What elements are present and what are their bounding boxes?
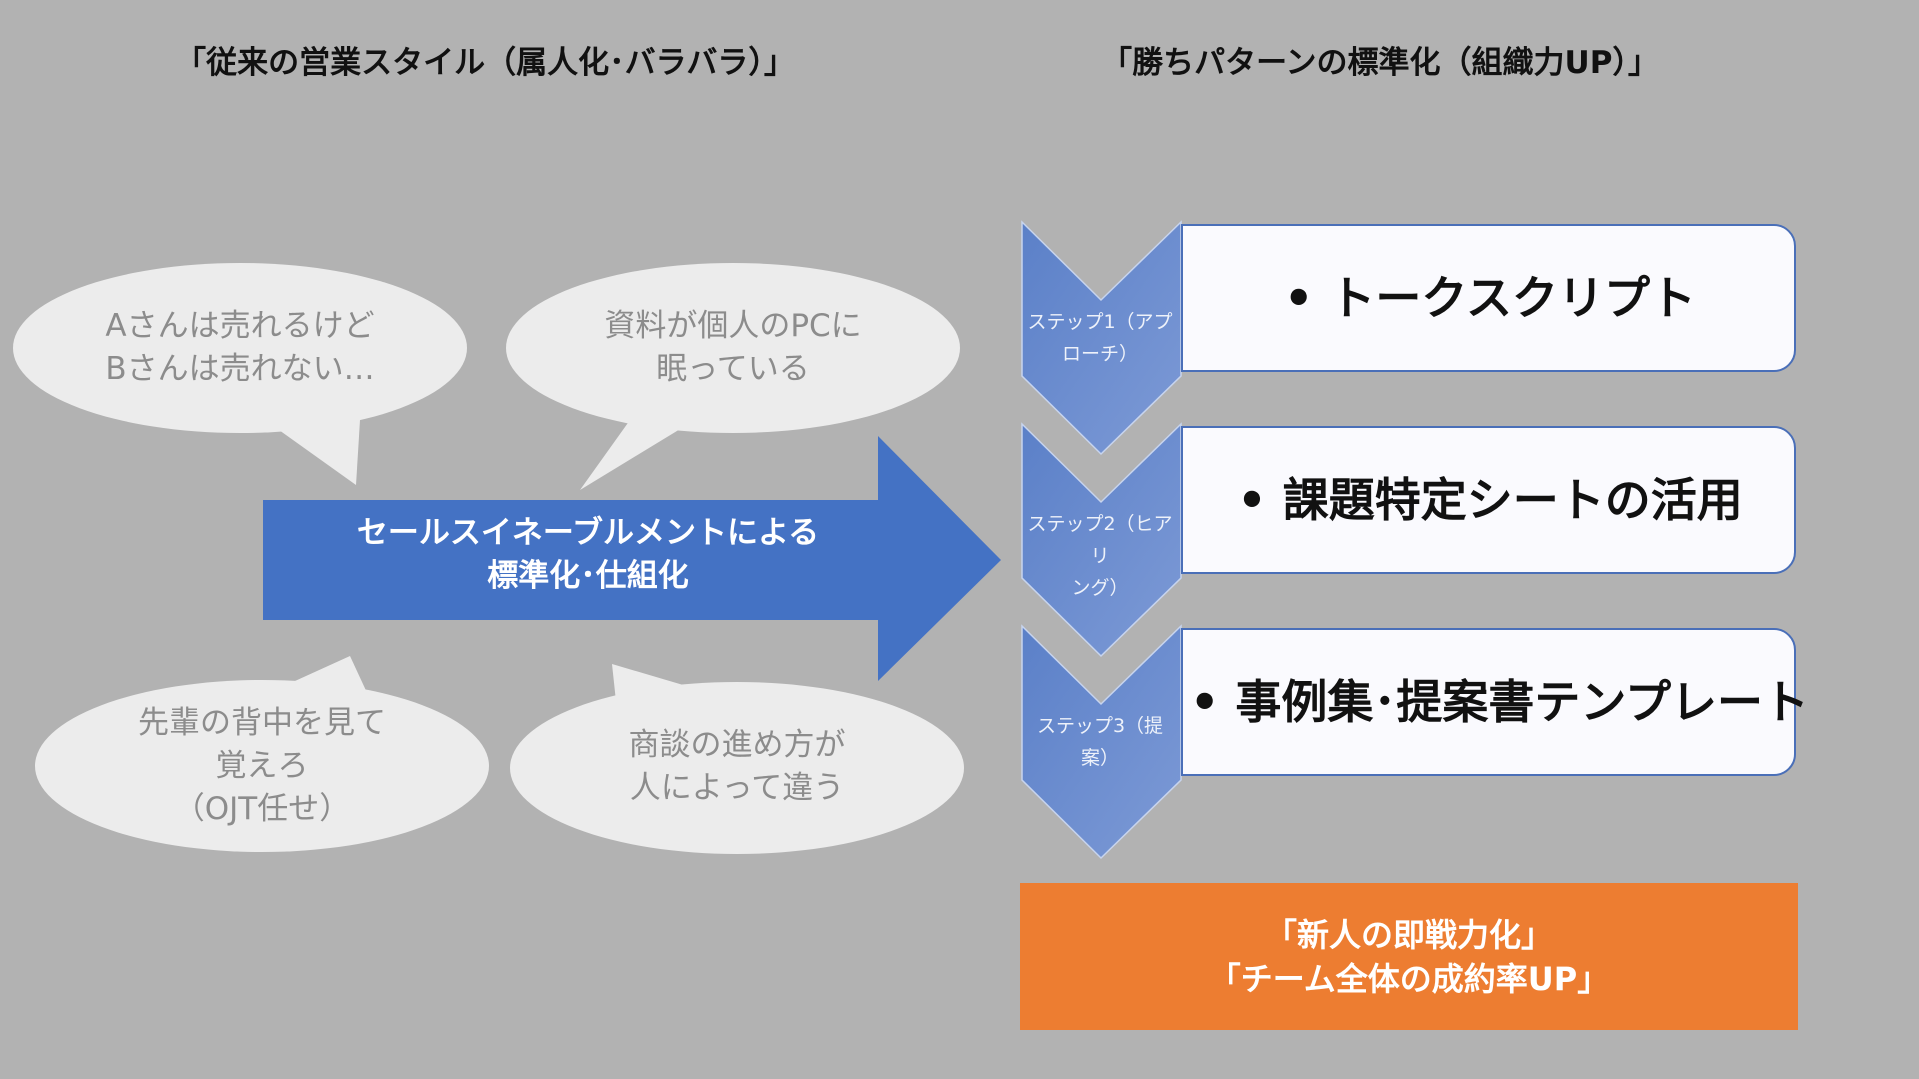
step-1-label-line-2: ローチ） (1061, 343, 1138, 365)
arrow-label-line-2: 標準化･仕組化 (487, 558, 689, 594)
heading-winning-pattern: 「勝ちパターンの標準化（組織力UP）」 (1101, 45, 1659, 81)
bubble-3-line-2: 覚えろ (215, 748, 309, 784)
heading-current-sales-style: 「従来の営業スタイル（属人化･バラバラ）」 (175, 45, 795, 81)
result-box: 「新人の即戦力化」 「チーム全体の成約率UP」 (1020, 883, 1798, 1030)
bubble-2-line-1: 資料が個人のPCに (604, 308, 862, 344)
step-2-label-line-1: ステップ2（ヒアリ (1027, 513, 1173, 567)
step-box-1 (1181, 224, 1796, 372)
bubble-3-line-3: （OJT任せ） (173, 791, 351, 827)
step-item-issue-sheet: • 課題特定シートの活用 (1237, 473, 1743, 527)
bubble-1-line-2: Bさんは売れない… (105, 351, 375, 387)
speech-bubble-2 (506, 263, 960, 490)
step-label-1: ステップ1（アプ ローチ） (1024, 306, 1176, 370)
bubble-text-4: 商談の進め方が 人によって違う (537, 724, 937, 810)
standardization-arrow (263, 436, 1001, 681)
speech-bubble-3 (35, 656, 489, 852)
bubble-4-line-1: 商談の進め方が (628, 727, 846, 763)
bubble-text-2: 資料が個人のPCに 眠っている (533, 305, 933, 391)
step-box-2 (1181, 426, 1796, 574)
bubble-4-line-2: 人によって違う (629, 770, 845, 806)
bubble-text-3: 先輩の背中を見て 覚えろ （OJT任せ） (62, 702, 462, 831)
bubble-text-1: Aさんは売れるけど Bさんは売れない… (40, 305, 440, 391)
step-1-label-line-1: ステップ1（アプ (1027, 311, 1173, 333)
step-item-talk-script: • トークスクリプト (1283, 271, 1697, 325)
step-item-case-templates: • 事例集･提案書テンプレート (1190, 675, 1810, 729)
step-label-3: ステップ3（提 案） (1024, 710, 1176, 774)
bubble-2-line-2: 眠っている (656, 351, 810, 387)
step-chevron-1 (1021, 220, 1182, 456)
arrow-label-line-1: セールスイネーブルメントによる (356, 515, 820, 551)
result-line-2: 「チーム全体の成約率UP」 (1208, 959, 1610, 998)
step-3-label-line-2: 案） (1080, 747, 1119, 769)
step-chevron-2 (1021, 422, 1182, 658)
step-label-2: ステップ2（ヒアリ ング） (1024, 508, 1176, 604)
result-line-1: 「新人の即戦力化」 (1264, 915, 1553, 954)
step-2-label-line-2: ング） (1071, 577, 1129, 599)
speech-bubble-4 (510, 664, 964, 854)
step-box-3 (1181, 628, 1796, 776)
step-3-label-line-1: ステップ3（提 (1036, 715, 1164, 737)
step-chevron-3 (1021, 624, 1182, 860)
arrow-label: セールスイネーブルメントによる 標準化･仕組化 (263, 512, 913, 598)
speech-bubble-1 (13, 263, 467, 485)
bubble-3-line-1: 先輩の背中を見て (138, 705, 386, 741)
bubble-1-line-1: Aさんは売れるけど (105, 308, 375, 344)
